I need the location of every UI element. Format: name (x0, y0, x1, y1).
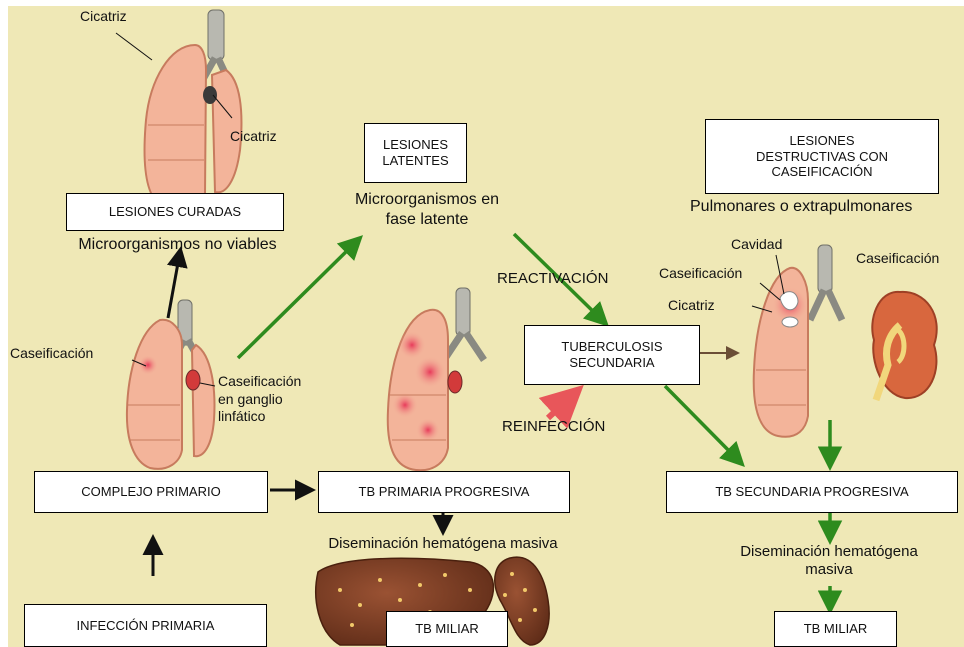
box-tb-miliar: TB MILIAR (386, 611, 508, 647)
arrow-green (665, 386, 740, 462)
box-lesiones-latentes: LESIONES LATENTES (364, 123, 467, 183)
arrow-green (238, 240, 358, 358)
label-cicatriz: Cicatriz (80, 8, 127, 26)
lung-icon (754, 245, 842, 437)
lung-icon (388, 288, 484, 470)
label-caseificacion: Caseificación (856, 250, 939, 268)
kidney-icon (872, 292, 936, 400)
caption-diseminacion: Diseminación hematógena masiva (308, 535, 578, 553)
label-cavidad: Cavidad (731, 236, 782, 254)
box-tuberculosis-secundaria: TUBERCULOSIS SECUNDARIA (524, 325, 700, 385)
label-cicatriz: Cicatriz (230, 128, 277, 146)
box-lesiones-curadas: LESIONES CURADAS (66, 193, 284, 231)
box-tb-miliar: TB MILIAR (774, 611, 897, 647)
arrow-red (548, 393, 575, 418)
caption-diseminacion: Diseminación hematógena masiva (698, 543, 960, 580)
caption-fase-latente: Microorganismos en fase latente (332, 190, 522, 229)
label-cicatriz: Cicatriz (668, 297, 715, 315)
caption-no-viables: Microorganismos no viables (50, 235, 305, 255)
box-complejo-primario: COMPLEJO PRIMARIO (34, 471, 268, 513)
caption-reactivacion: REACTIVACIÓN (497, 270, 647, 288)
label-caseificacion: Caseificación (10, 345, 93, 363)
caption-reinfeccion: REINFECCIÓN (502, 418, 642, 436)
label-caseificacion-ganglio: Caseificación en ganglio linfático (218, 373, 301, 426)
lung-icon (127, 300, 215, 469)
caption-pulmonares: Pulmonares o extrapulmonares (690, 197, 964, 217)
box-lesiones-destructivas: LESIONES DESTRUCTIVAS CON CASEIFICACIÓN (705, 119, 939, 194)
box-infeccion-primaria: INFECCIÓN PRIMARIA (24, 604, 267, 647)
label-caseificacion: Caseificación (659, 265, 742, 283)
box-tb-secundaria-progresiva: TB SECUNDARIA PROGRESIVA (666, 471, 958, 513)
lung-icon (145, 10, 242, 210)
box-tb-primaria-progresiva: TB PRIMARIA PROGRESIVA (318, 471, 570, 513)
